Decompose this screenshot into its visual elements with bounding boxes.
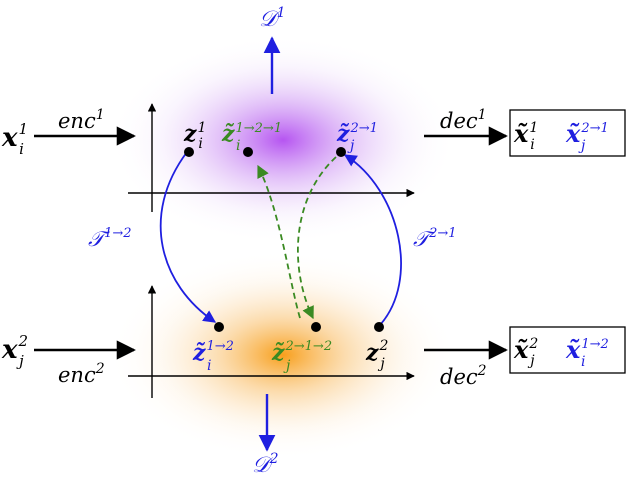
bottom-latent-cycle-sub: j	[283, 358, 291, 374]
top-encoder-label: enc1	[58, 107, 105, 133]
bottom-output-translated-sub: i	[581, 354, 585, 370]
top-latent-cycle-sub: i	[236, 138, 240, 154]
top-point-translated	[336, 147, 346, 157]
bottom-point-translated	[214, 322, 224, 332]
transform-2-to-1-label: 𝒯2→1	[413, 226, 457, 251]
top-output-translated-sub: j	[578, 138, 586, 154]
bottom-latent-cycle-label: z̃2→1→2	[271, 339, 332, 366]
transform-2-to-1-arrow	[343, 154, 402, 326]
transform-1-to-2-arrow	[159, 151, 217, 323]
bottom-latent-translated-sub: i	[207, 358, 211, 374]
bottom-point-z	[374, 322, 384, 332]
bottom-output-translated-label: x̃1→2	[565, 335, 609, 364]
top-output-box	[509, 109, 626, 157]
top-point-cycle	[243, 147, 253, 157]
bottom-point-cycle	[311, 322, 321, 332]
top-point-z	[184, 147, 194, 157]
bottom-latent-translated-label: z̃1→2	[192, 339, 234, 366]
bottom-latent-glow	[108, 250, 458, 460]
bottom-decoder-label: dec2	[440, 363, 487, 389]
top-decoder-label: dec1	[440, 107, 487, 133]
cycle-2-1-2-arrow	[297, 156, 337, 320]
bottom-encoder-label: enc2	[58, 361, 105, 387]
cycle-1-2-1-arrow	[257, 164, 301, 319]
transform-1-to-2-label: 𝒯1→2	[88, 226, 132, 251]
top-output-translated-label: x̃2→1	[565, 119, 609, 148]
bottom-discriminator-label: 𝒟2	[252, 451, 279, 478]
top-latent-translated-sub: j	[347, 138, 355, 154]
top-discriminator-label: 𝒟1	[259, 5, 285, 32]
bottom-output-box	[509, 326, 626, 374]
top-latent-cycle-label: z̃1→2→1	[221, 121, 282, 147]
top-latent-translated-label: z̃2→1	[336, 121, 378, 147]
